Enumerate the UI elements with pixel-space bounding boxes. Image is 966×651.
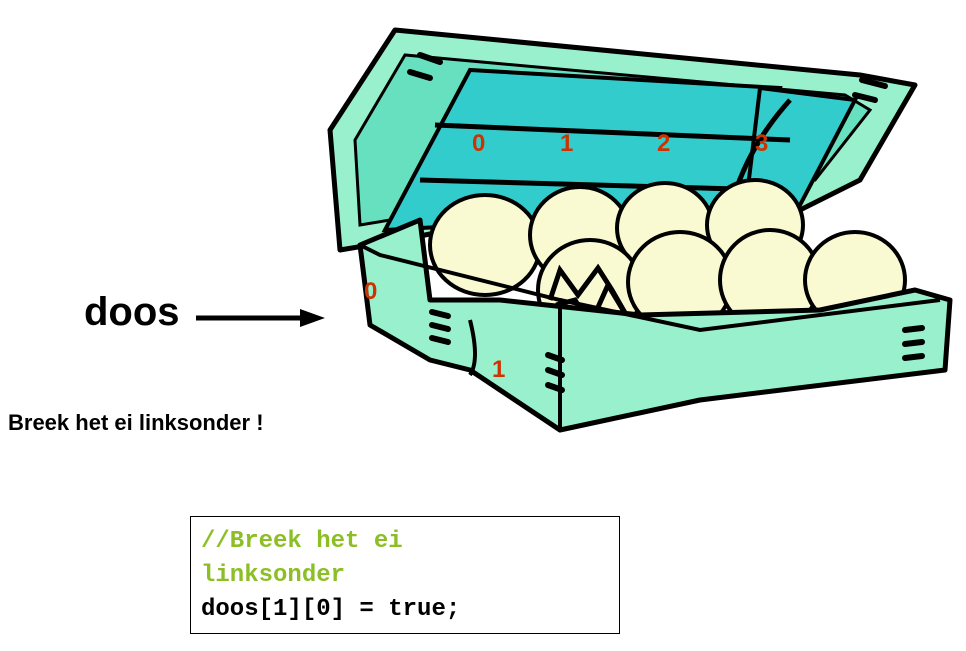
code-box: //Breek het ei linksonder doos[1][0] = t… [190, 516, 620, 634]
row-index: 1 [492, 356, 505, 383]
row-indices: 0 1 [364, 278, 505, 383]
pointer-arrow [196, 309, 325, 327]
column-index: 1 [560, 130, 573, 157]
code-comment-line: //Breek het ei [201, 528, 403, 555]
code-statement: doos[1][0] = true; [201, 596, 461, 623]
variable-label: doos [84, 290, 180, 334]
base-ridges [429, 309, 925, 393]
caption: Breek het ei linksonder ! [8, 410, 264, 435]
code-comment-line: linksonder [201, 562, 346, 589]
column-index: 0 [472, 130, 485, 157]
column-indices: 0 1 2 3 [472, 130, 768, 157]
lid-ridges [407, 52, 888, 103]
column-index: 2 [657, 130, 670, 157]
row-index: 0 [364, 278, 377, 305]
carton-base [357, 217, 953, 433]
column-index: 3 [755, 130, 768, 157]
